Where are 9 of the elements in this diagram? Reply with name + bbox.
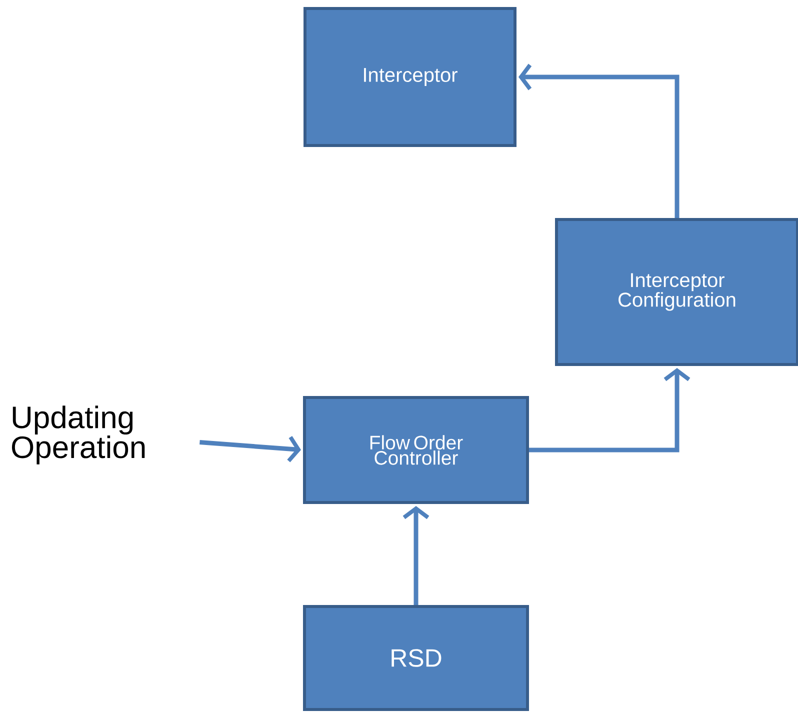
process-box: Interceptor — [304, 7, 516, 147]
arrow — [529, 368, 690, 452]
arrow — [200, 436, 301, 462]
process-box: Flow Order Controller — [303, 396, 529, 504]
input-label: Updating Operation — [12, 406, 145, 464]
arrow — [402, 506, 430, 605]
arrow — [518, 64, 680, 218]
process-box: RSD — [303, 605, 529, 711]
process-box: Interceptor Configuration — [555, 218, 798, 366]
